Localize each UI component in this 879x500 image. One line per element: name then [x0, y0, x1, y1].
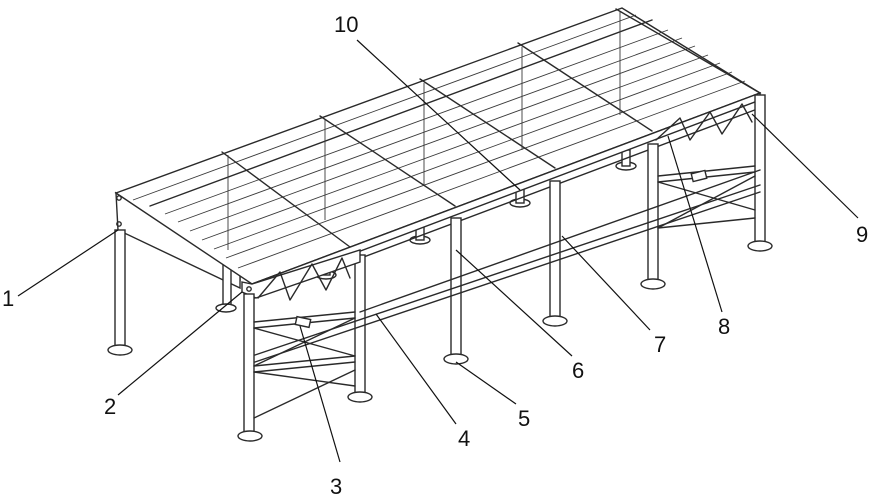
front-gable-end: [237, 249, 361, 442]
label-3: 3: [330, 474, 342, 499]
label-8: 8: [718, 314, 730, 339]
label-10: 10: [334, 12, 358, 37]
longitudinal-bracing: [254, 169, 761, 363]
label-7: 7: [654, 332, 666, 357]
label-5: 5: [518, 406, 530, 431]
callout-labels: 1 2 3 4 5 6 7 8 9 10: [2, 12, 868, 499]
leader-lines: [17, 39, 859, 463]
label-4: 4: [458, 426, 470, 451]
label-9: 9: [856, 222, 868, 247]
back-right-gable: [655, 103, 756, 229]
label-1: 1: [2, 286, 14, 311]
label-6: 6: [572, 358, 584, 383]
roof: [114, 7, 762, 291]
label-2: 2: [104, 394, 116, 419]
